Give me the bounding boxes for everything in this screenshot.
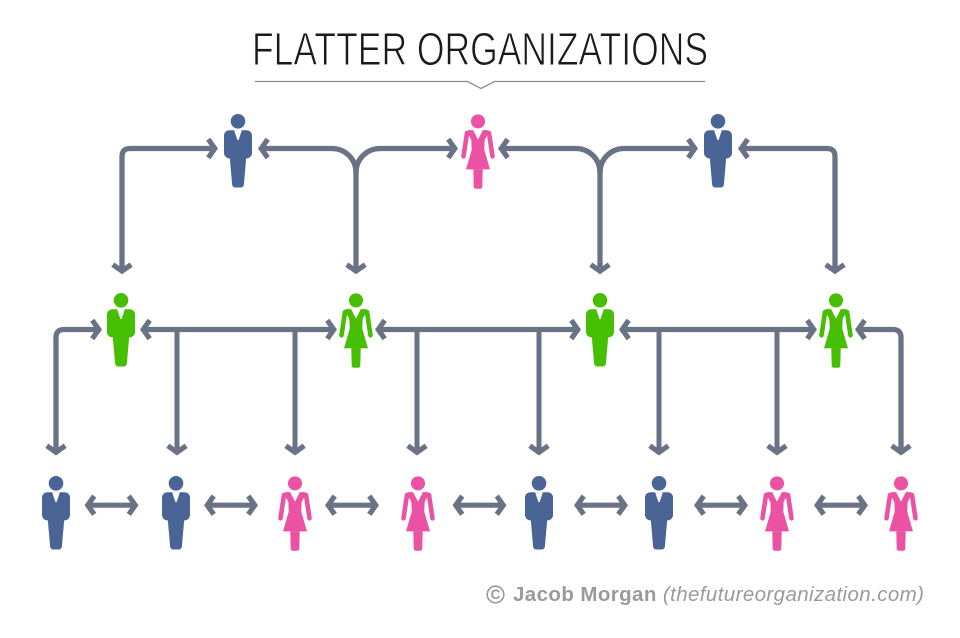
svg-text:Jacob Morgan (thefutureorganiz: Jacob Morgan (thefutureorganization.com): [513, 583, 924, 606]
svg-text:C: C: [491, 587, 501, 602]
svg-text:FLATTER ORGANIZATIONS: FLATTER ORGANIZATIONS: [252, 23, 708, 75]
